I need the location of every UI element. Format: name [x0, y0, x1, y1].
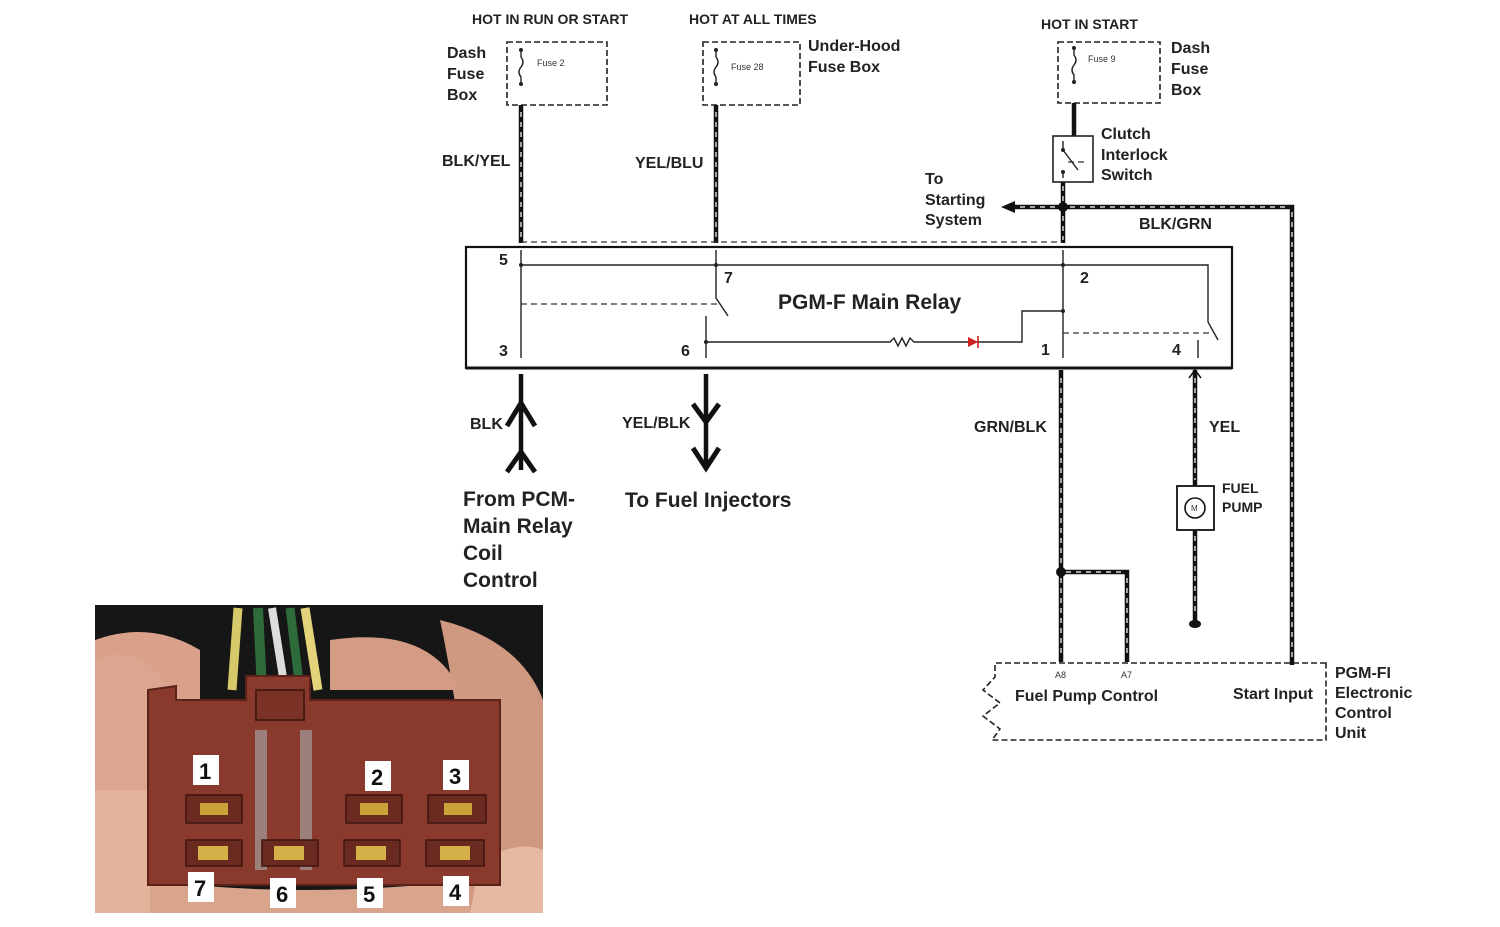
ecu-pin-a8: A8 [1055, 670, 1066, 680]
relay-pin-3: 3 [499, 343, 508, 360]
under-hood-fuse-box: HOT AT ALL TIMES Under-Hood Fuse Box Fus… [689, 11, 900, 106]
wire-label-yel-blu: YEL/BLU [635, 155, 703, 172]
pgm-f-main-relay: PGM-F Main Relay 5 7 2 3 6 1 4 [464, 245, 1234, 370]
fuel-pump-motor: M [1176, 485, 1215, 531]
wire-label-blk-yel: BLK/YEL [442, 153, 511, 170]
clutch-switch-label-line3: Switch [1101, 167, 1153, 184]
wire-label-yel: YEL [1209, 419, 1240, 436]
fuel-pump-label-line2: PUMP [1222, 499, 1262, 515]
connector-pin-label-6: 6 [276, 882, 288, 907]
fuse-box-3-header: HOT IN START [1041, 16, 1138, 32]
connector-pin-label-3: 3 [449, 764, 461, 789]
fuse-28-symbol [713, 50, 719, 84]
fuel-pump-control-wire: GRN/BLK [974, 370, 1130, 662]
dash-fuse-box-2: HOT IN START Dash Fuse Box Fuse 9 [1041, 16, 1210, 104]
ecu-start-input: Start Input [1233, 686, 1314, 703]
ecu-fuel-pump-control: Fuel Pump Control [1015, 688, 1158, 705]
wire-label-blk: BLK [470, 416, 503, 433]
clutch-interlock-switch: Clutch Interlock Switch [1052, 126, 1168, 184]
relay-pin-2: 2 [1080, 270, 1089, 287]
fuse-box-1-label-line1: Dash [447, 45, 486, 62]
fuel-injector-wire: YEL/BLK To Fuel Injectors [622, 374, 791, 512]
starting-system-label-line3: System [925, 212, 982, 229]
from-pcm-label-line1: From PCM- [463, 488, 575, 511]
fuse-box-3-label-line1: Dash [1171, 40, 1210, 57]
relay-pin-5: 5 [499, 252, 508, 269]
ecu-name-line3: Control [1335, 705, 1392, 722]
relay-pin-6: 6 [681, 343, 690, 360]
fuel-pump-label-line1: FUEL [1222, 480, 1259, 496]
starting-system-label-line1: To [925, 171, 944, 188]
fuse-box-1-header: HOT IN RUN OR START [472, 11, 629, 27]
pcm-coil-control-wire: BLK From PCM- Main Relay Coil Control [463, 374, 575, 592]
motor-symbol-label: M [1191, 504, 1198, 513]
fuel-pump-circuit: YEL M FUEL PUMP [1176, 368, 1262, 628]
relay-pin-1: 1 [1041, 342, 1050, 359]
ecu-pin-a7: A7 [1121, 670, 1132, 680]
connector-pin-label-4: 4 [449, 880, 462, 905]
starting-system-wire: To Starting System BLK/GRN [925, 171, 1295, 665]
ecu-name-line1: PGM-FI [1335, 665, 1391, 682]
connector-photo: 1 2 3 7 6 5 4 [95, 605, 543, 913]
supply-wires [518, 103, 1077, 243]
fuse-box-1-label-line2: Fuse [447, 66, 484, 83]
connector-pin-label-7: 7 [194, 876, 206, 901]
fuse-2-symbol [518, 50, 524, 84]
from-pcm-label-line4: Control [463, 569, 538, 592]
fuse-28-label: Fuse 28 [731, 62, 764, 72]
connector-pin-label-5: 5 [363, 882, 375, 907]
relay-pin-7: 7 [724, 270, 733, 287]
fuse-9-label: Fuse 9 [1088, 54, 1116, 64]
ecu-name-line4: Unit [1335, 725, 1367, 742]
from-pcm-label-line3: Coil [463, 542, 503, 565]
from-pcm-label-line2: Main Relay [463, 515, 573, 538]
wire-label-blk-grn: BLK/GRN [1139, 216, 1212, 233]
ecu-name-line2: Electronic [1335, 685, 1412, 702]
connector-pin-label-1: 1 [199, 759, 211, 784]
fuse-box-1-label-line3: Box [447, 87, 477, 104]
relay-pin-4: 4 [1172, 342, 1181, 359]
fuse-box-2-label-line2: Fuse Box [808, 59, 880, 76]
fuse-box-3-label-line3: Box [1171, 82, 1201, 99]
dash-fuse-box-1: HOT IN RUN OR START Dash Fuse Box Fuse 2 [447, 11, 629, 106]
connector-pin-label-2: 2 [371, 765, 383, 790]
fuse-box-3-label-line2: Fuse [1171, 61, 1208, 78]
to-fuel-injectors-label: To Fuel Injectors [625, 489, 791, 512]
fuse-2-label: Fuse 2 [537, 58, 565, 68]
fuse-9-symbol [1071, 48, 1077, 82]
fuse-box-2-label-line1: Under-Hood [808, 38, 900, 55]
fuse-box-2-header: HOT AT ALL TIMES [689, 11, 817, 27]
clutch-switch-label-line1: Clutch [1101, 126, 1151, 143]
pgm-fi-ecu: A8 A7 Fuel Pump Control Start Input PGM-… [981, 662, 1412, 742]
relay-title: PGM-F Main Relay [778, 291, 962, 314]
clutch-switch-label-line2: Interlock [1101, 147, 1168, 164]
wire-label-yel-blk: YEL/BLK [622, 415, 691, 432]
wire-label-grn-blk: GRN/BLK [974, 419, 1047, 436]
starting-system-label-line2: Starting [925, 192, 985, 209]
